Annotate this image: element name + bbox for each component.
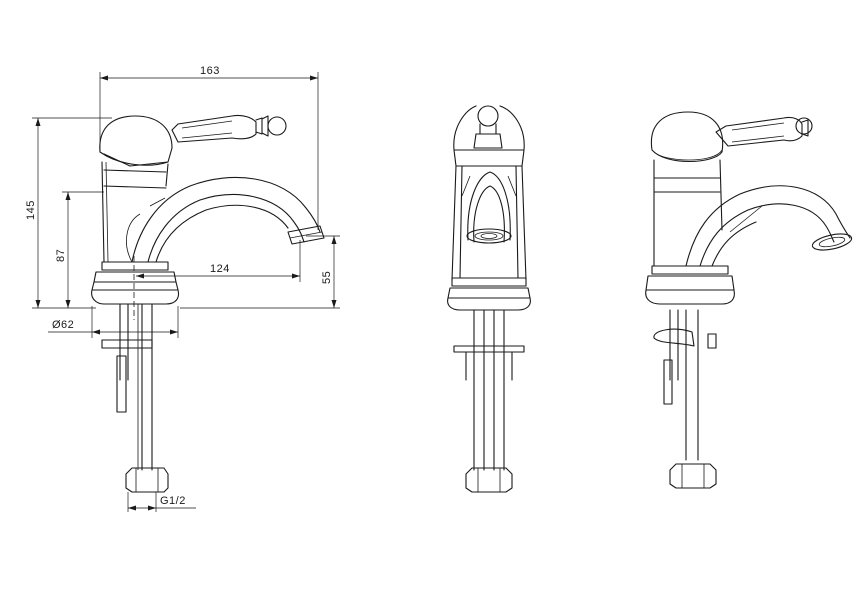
dim-spout-reach: 124	[210, 263, 230, 275]
dim-base-diameter: Ø62	[52, 319, 74, 331]
dim-outlet-height: 55	[321, 271, 333, 284]
front-view	[447, 105, 531, 493]
dim-spout-height: 87	[55, 249, 67, 262]
perspective-view	[645, 111, 853, 489]
dim-overall-height: 145	[25, 200, 37, 220]
dim-overall-length: 163	[200, 65, 220, 77]
dim-thread: G1/2	[160, 495, 186, 507]
side-view-dimensions: 163 145 87 124 55 Ø62 G1/2	[25, 65, 340, 512]
side-view	[91, 114, 325, 493]
